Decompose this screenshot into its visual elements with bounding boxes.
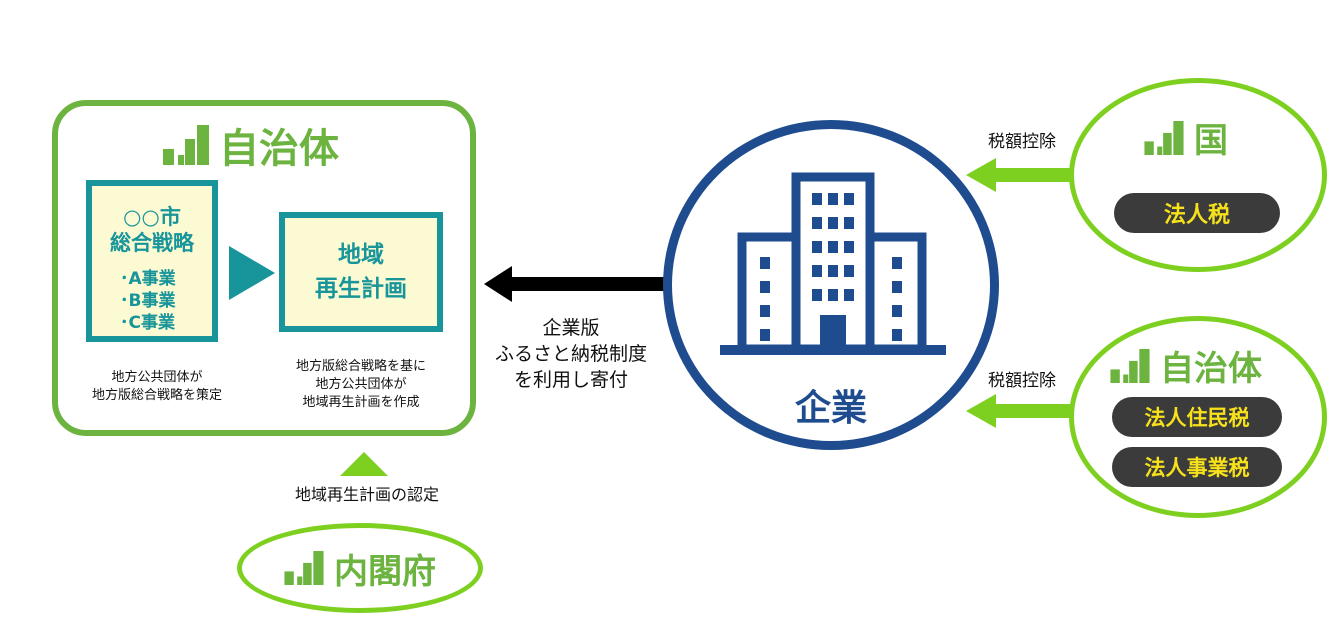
resident-tax-badge: 法人住民税: [1112, 397, 1282, 437]
flow-triangle-icon: [229, 246, 275, 300]
donation-arrow-icon: [484, 266, 670, 302]
strategy-box: ○○市 総合戦略 ･A事業 ･B事業 ･C事業: [86, 180, 218, 342]
bar-logo-icon: [1110, 348, 1150, 383]
plan-line2: 再生計画: [315, 276, 407, 302]
enterprise-label: 企業: [794, 388, 867, 429]
cabinet-title: 内閣府: [334, 551, 436, 592]
national-deduction-arrow-icon: [966, 158, 1070, 192]
strategy-item-b: ･B事業: [120, 291, 176, 311]
bar-logo-icon: [1144, 120, 1184, 155]
local-title: 自治体: [1160, 349, 1262, 389]
corporate-tax-badge: 法人税: [1114, 193, 1280, 233]
enterprise-circle: 企業: [663, 120, 999, 450]
caption-plan-line: 地方公共団体が: [315, 377, 407, 392]
donation-label-line: ふるさと納税制度: [494, 343, 647, 365]
jichitai-container: [52, 100, 476, 436]
strategy-title: 総合戦略: [110, 231, 194, 255]
cabinet-office-oval: 内閣府: [237, 523, 483, 613]
national-title: 国: [1194, 121, 1228, 161]
caption-strategy-line: 地方公共団体が: [111, 370, 203, 385]
local-deduction-arrow-icon: [966, 394, 1070, 428]
local-deduction-label: 税額控除: [988, 371, 1056, 391]
strategy-item-a: ･A事業: [120, 269, 176, 289]
national-deduction-label: 税額控除: [988, 132, 1056, 152]
caption-plan: 地方版総合戦略を基に 地方公共団体が 地域再生計画を作成: [276, 358, 446, 412]
strategy-city: ○○市: [123, 205, 181, 229]
building-icon: [720, 172, 946, 355]
caption-strategy: 地方公共団体が 地方版総合戦略を策定: [72, 369, 242, 405]
donation-label-line: 企業版: [542, 317, 600, 339]
jichitai-title: 自治体: [219, 126, 339, 172]
bar-logo-icon: [163, 125, 209, 165]
approval-label: 地域再生計画の認定: [294, 485, 439, 504]
caption-strategy-line: 地方版総合戦略を策定: [91, 388, 222, 403]
caption-plan-line: 地域再生計画を作成: [302, 395, 420, 410]
donation-label: 企業版 ふるさと納税制度 を利用し寄付: [478, 315, 664, 393]
strategy-item-c: ･C事業: [120, 313, 175, 333]
bar-logo-icon: [284, 551, 324, 585]
national-oval: 国 法人税: [1069, 78, 1327, 272]
local-government-oval: 自治体 法人住民税 法人事業税: [1069, 316, 1327, 518]
donation-label-line: を利用し寄付: [513, 369, 628, 391]
jichitai-title-group: 自治体: [163, 116, 339, 174]
enterprise-tax-badge: 法人事業税: [1112, 447, 1282, 487]
plan-line1: 地域: [338, 242, 384, 268]
caption-plan-line: 地方版総合戦略を基に: [295, 359, 426, 374]
regional-plan-box: 地域 再生計画: [279, 212, 443, 332]
approval-arrow-icon: [340, 452, 388, 476]
